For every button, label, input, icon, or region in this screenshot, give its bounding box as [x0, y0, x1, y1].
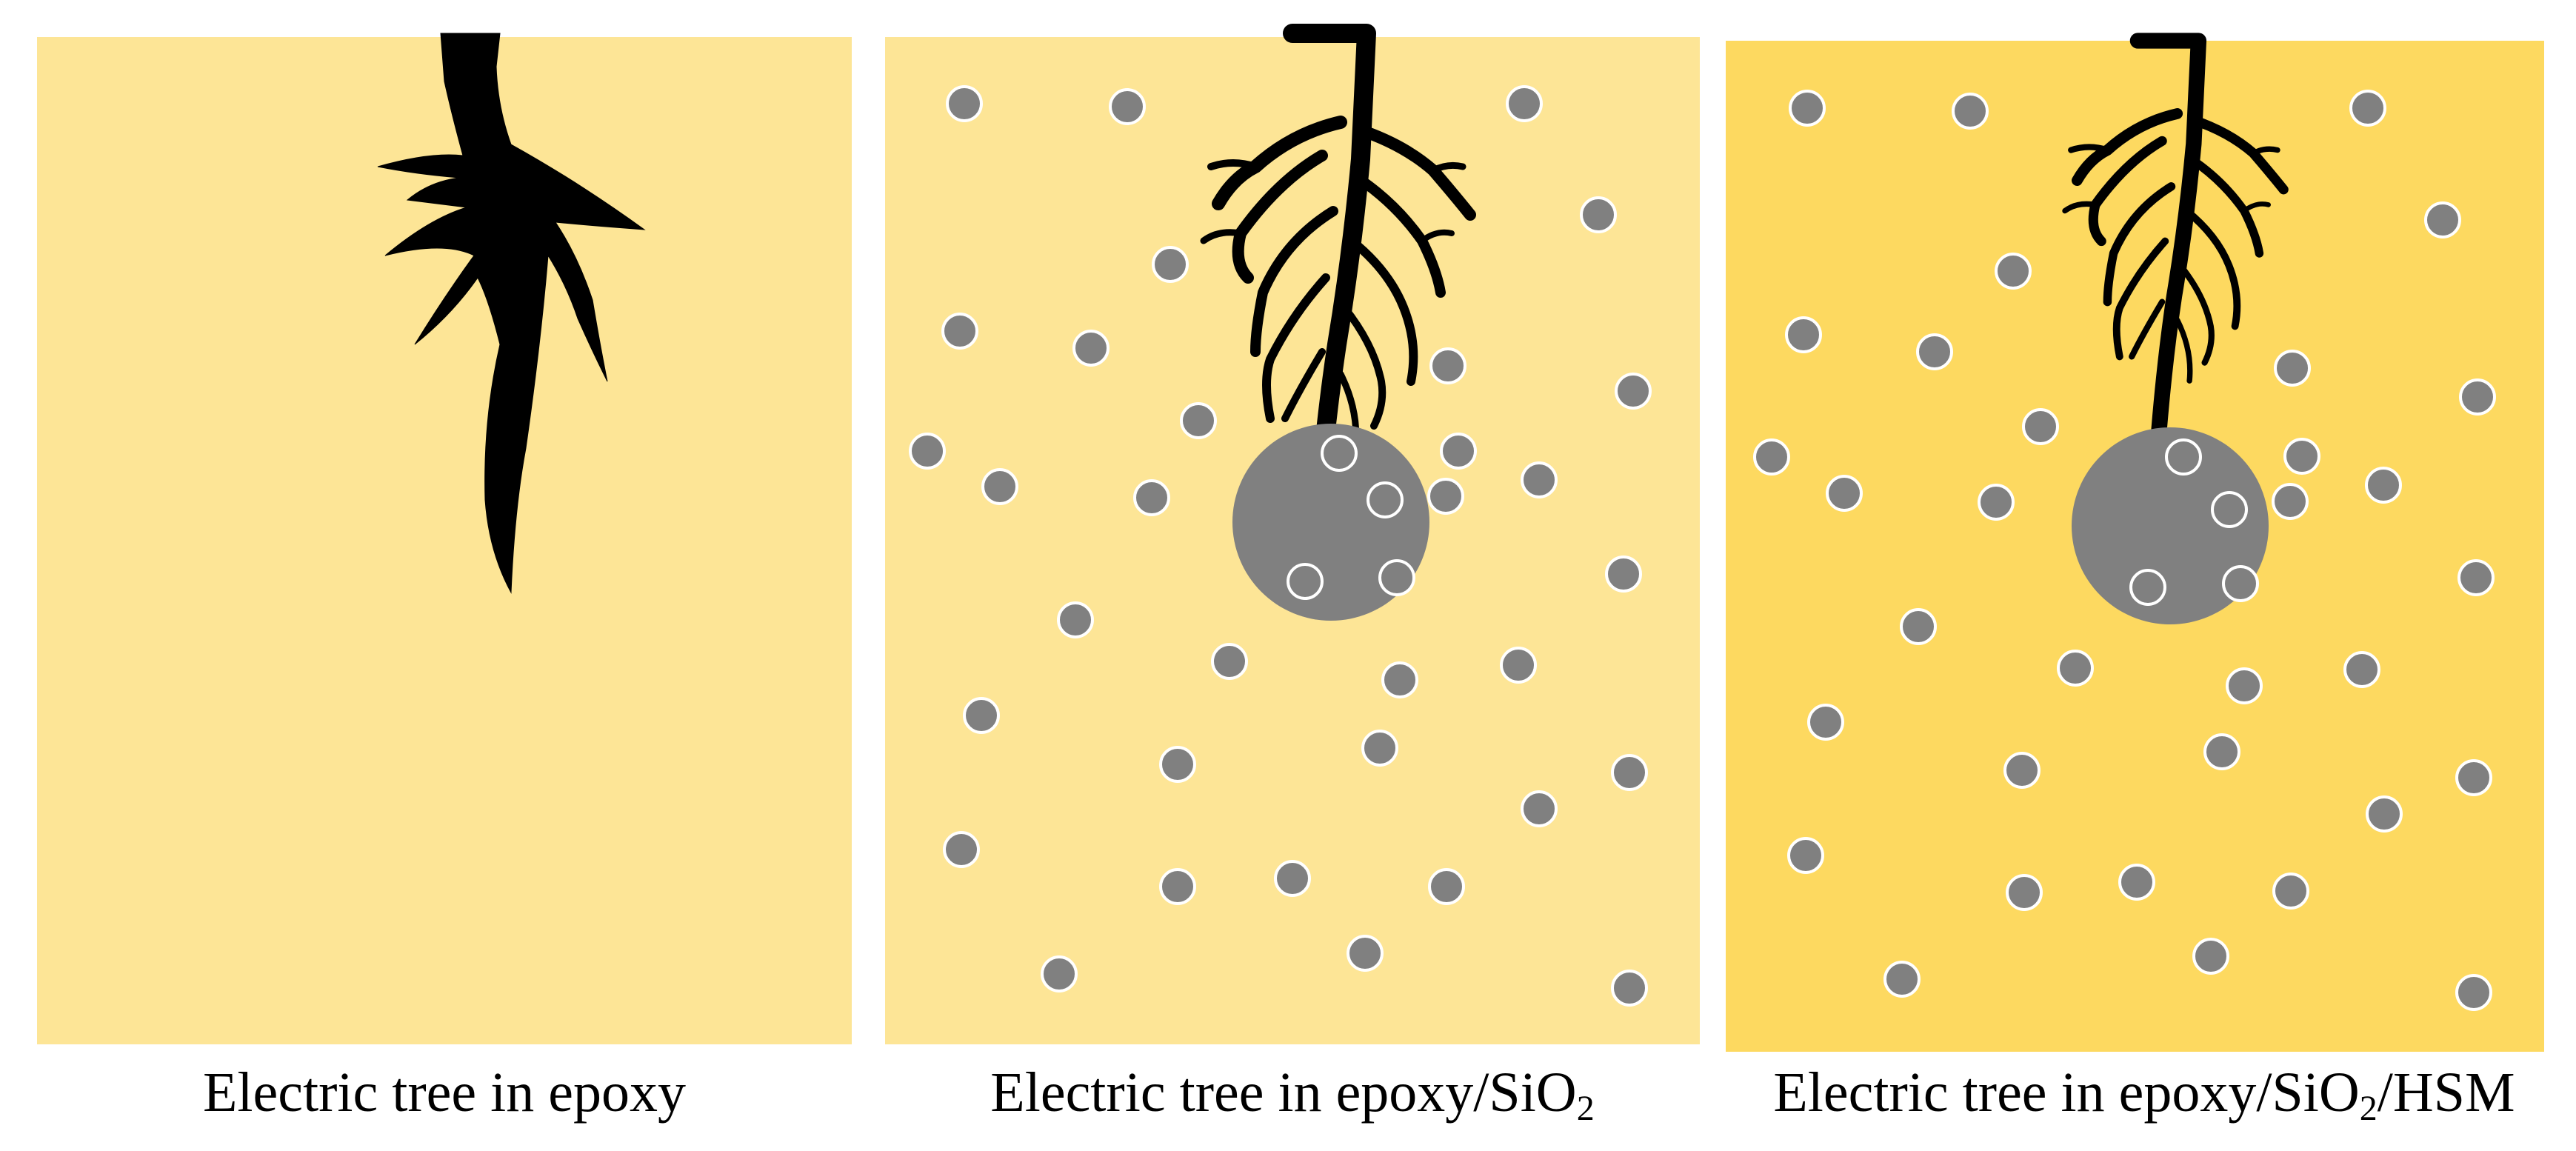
nano-particle [2118, 864, 2155, 901]
nano-particle [1605, 556, 1642, 593]
panel-2 [885, 33, 1700, 1044]
nano-particle [1159, 868, 1196, 905]
nano-particle [2203, 733, 2240, 770]
nano-particle [1611, 970, 1648, 1007]
nano-particle [1785, 316, 1822, 353]
nano-particle [1440, 433, 1477, 470]
nano-particle [1787, 837, 1824, 874]
agglomerate-particle [2222, 565, 2259, 602]
nano-particle [1211, 643, 1248, 680]
nano-particle [1807, 704, 1844, 741]
nano-particle [1995, 253, 2032, 290]
nano-particle [981, 468, 1018, 505]
nano-particle [1347, 935, 1384, 972]
nano-particle [2272, 873, 2309, 910]
nano-particle [2455, 974, 2492, 1011]
nano-particle [1521, 461, 1558, 498]
nano-particle [1180, 402, 1217, 439]
nano-particle [2006, 874, 2043, 911]
panel-3 [1726, 41, 2544, 1052]
nano-particle [1615, 373, 1652, 410]
nano-particle [943, 831, 980, 868]
caption-epoxy-sio2-sub: 2 [1576, 1089, 1595, 1128]
agglomerate-particle [1321, 435, 1358, 472]
agglomerate-particle [1378, 559, 1415, 596]
agglomerate-particle [2211, 491, 2248, 528]
nano-particle [2003, 752, 2041, 789]
nano-particle [1057, 601, 1094, 638]
particle-agglomerate [2072, 427, 2269, 624]
nano-particle [1789, 90, 1826, 127]
nano-particle [2192, 938, 2229, 975]
caption-epoxy-sio2: Electric tree in epoxy/SiO2 [885, 1055, 1700, 1144]
caption-epoxy-text: Electric tree in epoxy [202, 1061, 686, 1124]
nano-particle [946, 85, 983, 122]
caption-epoxy-sio2-text: Electric tree in epoxy/SiO [990, 1061, 1577, 1124]
caption-epoxy: Electric tree in epoxy [37, 1055, 852, 1144]
nano-particle [1952, 93, 1989, 130]
nano-particle [1611, 754, 1648, 791]
nano-particle [2365, 467, 2402, 504]
nano-particle [1826, 475, 1863, 512]
nano-particle [1072, 330, 1110, 367]
nano-particle [941, 313, 978, 350]
agglomerate-particle [1427, 478, 1464, 515]
nano-particle [1381, 661, 1418, 698]
nano-particle [909, 433, 946, 470]
nano-particle [2457, 559, 2495, 596]
nano-particle [1109, 88, 1146, 125]
nano-particle [2274, 350, 2311, 387]
nano-particle [2283, 438, 2320, 475]
nano-particle [2424, 201, 2461, 238]
nano-particle [1152, 246, 1189, 283]
caption-epoxy-sio2-hsm-suffix: /HSM [2377, 1061, 2515, 1124]
agglomerate-particle [1367, 481, 1404, 518]
nano-particle [1500, 647, 1537, 684]
nano-particle [1883, 961, 1921, 998]
nano-particle [1274, 860, 1311, 897]
agglomerate-particle [1287, 563, 1324, 600]
nano-particle [1428, 868, 1465, 905]
caption-epoxy-sio2-hsm: Electric tree in epoxy/SiO2/HSM [1726, 1055, 2563, 1144]
nano-particle [2366, 795, 2403, 833]
nano-particle [2459, 378, 2496, 416]
nano-particle [1978, 484, 2015, 521]
nano-particle [2226, 667, 2263, 704]
nano-particle [1506, 85, 1543, 122]
agglomerate-particle [2165, 438, 2202, 476]
nano-particle [1521, 790, 1558, 827]
nano-particle [1753, 438, 1790, 476]
nano-particle [2022, 408, 2059, 445]
panel-1 [37, 33, 852, 1044]
nano-particle [1361, 730, 1398, 767]
agglomerate-particle [2129, 569, 2166, 606]
nano-particle [1900, 608, 1937, 645]
nano-particle [1133, 479, 1170, 516]
nano-particle [1429, 347, 1466, 384]
nano-particle [1580, 196, 1617, 233]
nano-particle [1916, 333, 1953, 370]
nano-particle [2343, 651, 2380, 688]
caption-epoxy-sio2-hsm-sub: 2 [2359, 1089, 2378, 1128]
nano-particle [1159, 746, 1196, 783]
nano-particle [963, 697, 1000, 734]
nano-particle [2455, 759, 2492, 796]
nano-particle [2349, 90, 2386, 127]
nano-particle [1041, 955, 1078, 992]
caption-epoxy-sio2-hsm-text: Electric tree in epoxy/SiO [1773, 1061, 2360, 1124]
agglomerate-particle [2272, 483, 2309, 520]
nano-particle [2057, 650, 2094, 687]
